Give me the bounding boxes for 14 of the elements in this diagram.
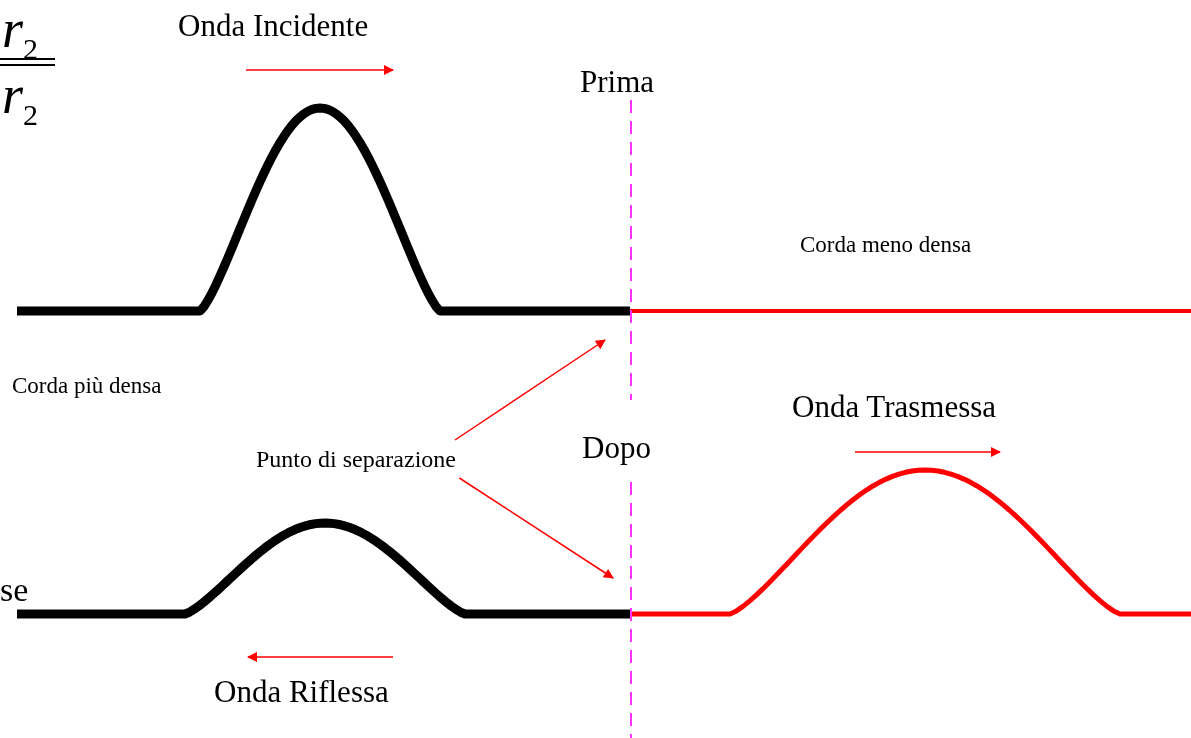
leader-arrow — [454, 339, 606, 441]
wave-label: Onda Riflessa — [214, 676, 389, 707]
text-fragment: se — [0, 573, 29, 607]
wave-label: Onda Incidente — [178, 10, 369, 41]
after-label: Dopo — [582, 432, 651, 463]
string-line — [630, 309, 1191, 313]
before-label: Prima — [580, 66, 655, 97]
leader-arrow — [458, 477, 614, 579]
transmitted-wave-drawing — [630, 467, 1191, 617]
callout-text: Punto di separazione — [256, 445, 456, 473]
wave-label: Onda Trasmessa — [792, 391, 997, 422]
string-label: Corda più densa — [12, 374, 162, 397]
math-symbol: r$_{2}$ — [2, 68, 38, 130]
string-label: Corda meno densa — [800, 233, 972, 256]
